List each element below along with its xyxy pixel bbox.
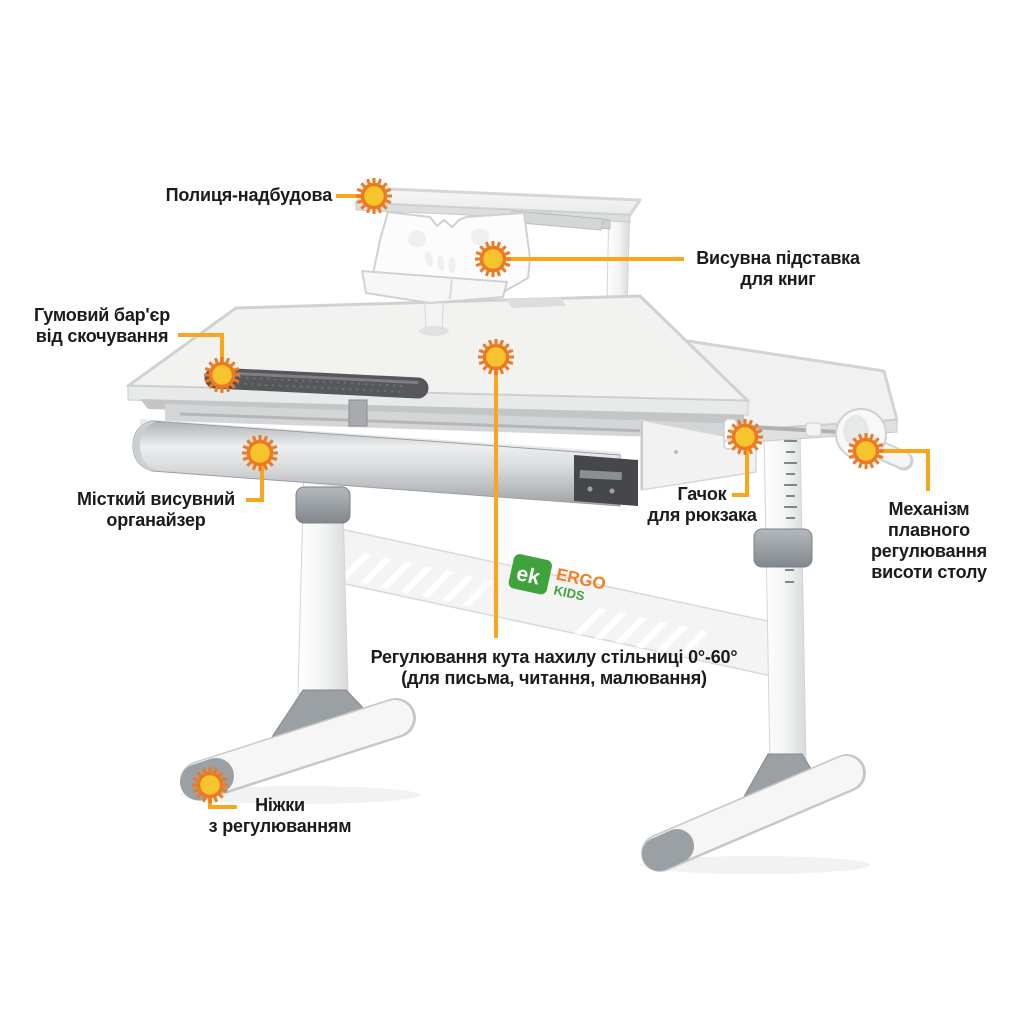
rubber-barrier xyxy=(204,367,429,399)
left-foot xyxy=(183,700,413,798)
height-scale xyxy=(784,440,797,583)
callout-label-feet: Ніжки з регулюванням xyxy=(208,795,352,836)
bookstand-base xyxy=(419,326,449,336)
callout-label-tilt: Регулювання кута нахилу стільниці 0°-60°… xyxy=(370,647,738,688)
bookstand-spine xyxy=(449,276,453,300)
marker-barrier xyxy=(202,355,242,395)
apron-screw xyxy=(674,450,678,454)
callout-label-bookstand: Висувна підставка для книг xyxy=(696,248,860,289)
crank-axle-collar xyxy=(805,422,822,437)
callout-label-organizer: Місткий висувний органайзер xyxy=(77,489,235,530)
organizer-interior xyxy=(165,404,744,440)
marker-mechanism xyxy=(846,431,886,471)
bookstand-slot-3 xyxy=(448,257,456,273)
desktop-tilted-section xyxy=(126,294,750,440)
bookstand-slot-2 xyxy=(437,255,445,271)
logo-monogram: ek xyxy=(514,562,542,590)
right-leg-clamp xyxy=(753,528,813,568)
left-leg-clamp xyxy=(295,486,351,524)
marker-bookstand xyxy=(473,239,513,279)
bookstand-hole-right xyxy=(471,228,489,246)
right-leg-column xyxy=(763,429,807,765)
logo-badge xyxy=(508,554,552,595)
tilt-hinge xyxy=(348,399,368,427)
leader-hook xyxy=(732,438,749,497)
desktop-notch xyxy=(506,297,566,308)
leader-organizer xyxy=(246,454,264,502)
desktop-tilted-front-edge xyxy=(127,385,749,416)
right-foot-cap xyxy=(642,829,694,871)
bookstand-ledge xyxy=(361,270,508,304)
organizer-rail xyxy=(179,412,701,435)
callout-label-mechanism: Механізм плавного регулювання висоти сто… xyxy=(871,499,987,582)
brand-logo: ek ERGO KIDS xyxy=(508,554,607,604)
undertop-platform xyxy=(140,399,744,424)
marker-organizer xyxy=(240,433,280,473)
marker-shelf xyxy=(354,176,394,216)
bookstand-slot-1 xyxy=(424,251,434,267)
drawer-left-cap xyxy=(133,421,156,471)
crank-axle xyxy=(749,425,839,434)
crossbar: ek ERGO KIDS xyxy=(339,528,796,682)
callout-label-barrier: Гумовий бар'єр від скочування xyxy=(33,305,171,346)
crossbar-stripes xyxy=(339,552,709,658)
callout-label-hook: Гачок для рюкзака xyxy=(647,484,757,525)
marker-tilt xyxy=(476,337,516,377)
callout-label-shelf: Полиця-надбудова xyxy=(165,185,333,205)
marker-hook xyxy=(725,417,765,457)
leader-mechanism xyxy=(866,449,930,491)
logo-name-bottom: KIDS xyxy=(552,582,586,603)
left-leg xyxy=(180,465,420,804)
book-stand xyxy=(361,211,531,336)
bookstand-hole-left xyxy=(408,230,426,248)
right-leg xyxy=(640,429,870,874)
drawer-slide-mechanism xyxy=(574,455,638,506)
